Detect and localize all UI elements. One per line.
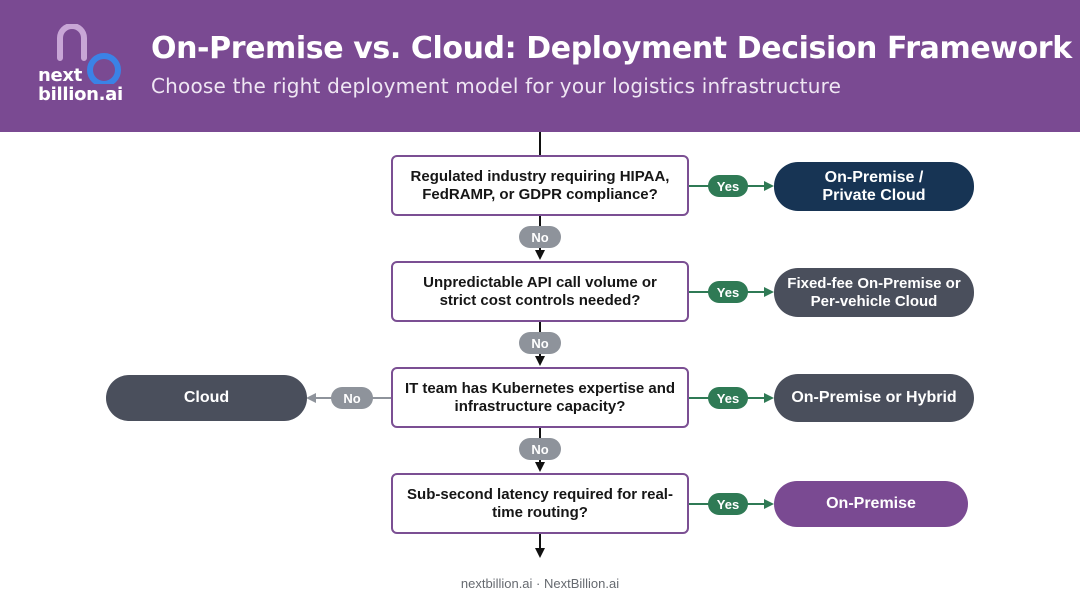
outcome-on-premise-private-cloud: On-Premise / Private Cloud	[774, 162, 974, 211]
logo-mark-icon	[57, 24, 121, 84]
nextbillion-logo: next billion.ai	[36, 24, 136, 114]
no-label-q3-left: No	[331, 387, 373, 409]
outcome-on-premise: On-Premise	[774, 481, 968, 527]
page-title: On-Premise vs. Cloud: Deployment Decisio…	[151, 31, 1072, 66]
outcome-fixed-fee-or-per-vehicle: Fixed-fee On-Premise or Per-vehicle Clou…	[774, 268, 974, 317]
yes-label-q2: Yes	[708, 281, 748, 303]
question-box-latency: Sub-second latency required for real-tim…	[391, 473, 689, 534]
page-subtitle: Choose the right deployment model for yo…	[151, 74, 842, 98]
logo-text-line2: billion.ai	[38, 84, 123, 105]
question-box-kubernetes: IT team has Kubernetes expertise and inf…	[391, 367, 689, 428]
no-label-q3-down: No	[519, 438, 561, 460]
no-label-q1: No	[519, 226, 561, 248]
question-box-cost: Unpredictable API call volume or strict …	[391, 261, 689, 322]
outcome-cloud: Cloud	[106, 375, 307, 421]
logo-text-line1: next	[38, 65, 83, 86]
yes-label-q1: Yes	[708, 175, 748, 197]
yes-label-q4: Yes	[708, 493, 748, 515]
yes-label-q3: Yes	[708, 387, 748, 409]
outcome-on-premise-private-cloud-label: On-Premise / Private Cloud	[822, 168, 926, 204]
header-banner: next billion.ai On-Premise vs. Cloud: De…	[0, 0, 1080, 132]
no-label-q2: No	[519, 332, 561, 354]
footer-credit: nextbillion.ai · NextBillion.ai	[460, 576, 620, 591]
outcome-on-premise-or-hybrid: On-Premise or Hybrid	[774, 374, 974, 422]
outcome-fixed-fee-or-per-vehicle-label: Fixed-fee On-Premise or Per-vehicle Clou…	[787, 274, 961, 310]
question-box-compliance: Regulated industry requiring HIPAA, FedR…	[391, 155, 689, 216]
